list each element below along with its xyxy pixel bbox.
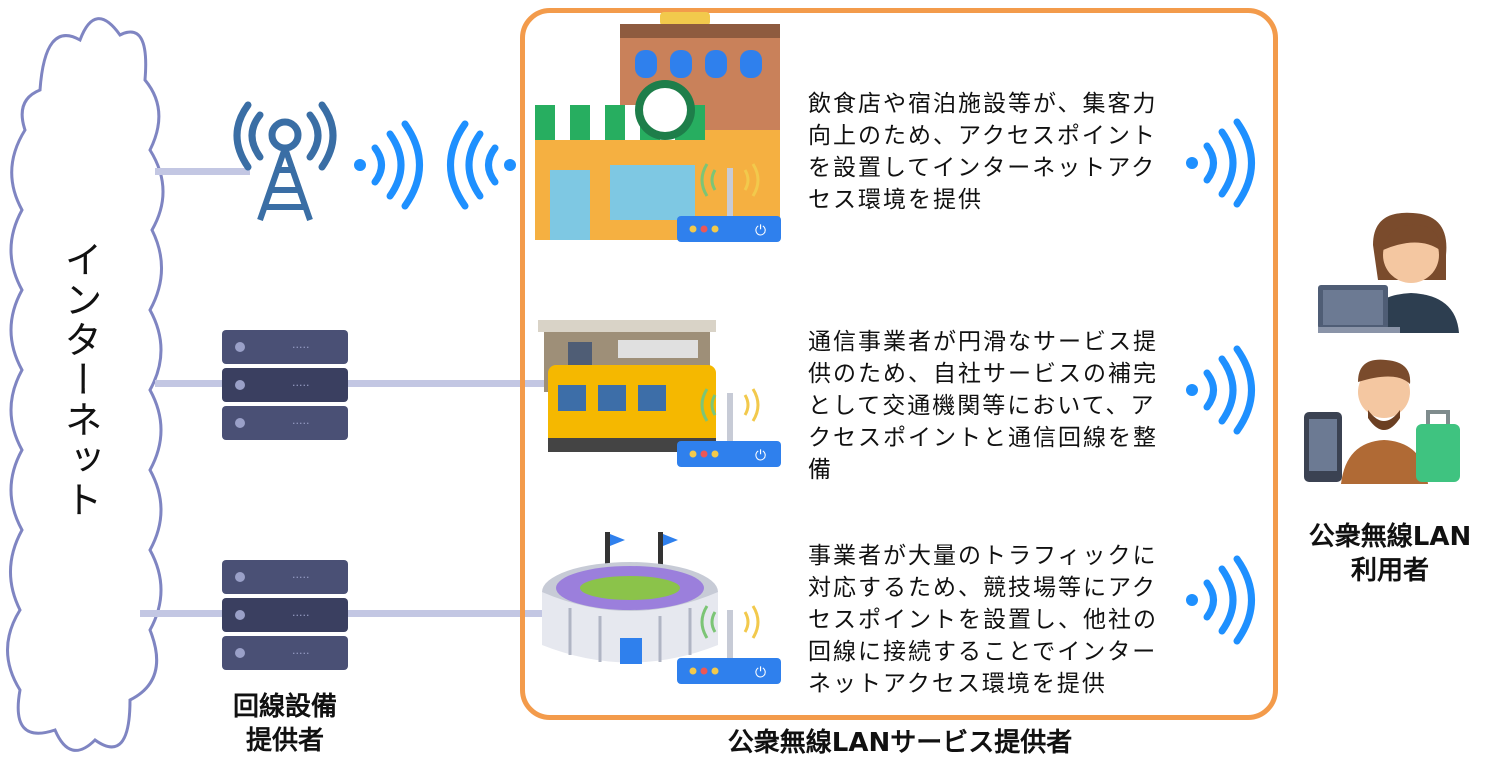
train-station-icon <box>538 320 716 452</box>
provider-description-restaurant: 飲食店や宿泊施設等が、集客力向上のため、アクセスポイントを設置してインターネット… <box>808 91 1158 213</box>
wifi-signal-icon <box>1186 555 1255 645</box>
wifi-router-icon: ⏻ <box>677 388 781 467</box>
svg-text:⏻: ⏻ <box>755 223 766 239</box>
user-traveler-icon <box>1304 359 1460 484</box>
provider-description-carrier: 通信事業者が円滑なサービス提供のため、自社サービスの補完として交通機関等において… <box>808 329 1158 483</box>
cafe-building-icon <box>535 12 780 240</box>
service-provider-box <box>520 8 1278 720</box>
service-provider-label: 公衆無線LANサービス提供者 <box>727 728 1073 758</box>
svg-text:·····: ····· <box>292 571 309 584</box>
svg-text:·····: ····· <box>292 609 309 622</box>
stadium-icon <box>542 532 718 664</box>
internet-cloud <box>6 17 165 752</box>
svg-text:·····: ····· <box>292 341 309 354</box>
wifi-router-icon: ⏻ <box>677 163 781 242</box>
wifi-signal-icon <box>354 120 423 210</box>
provider-description-venue: 事業者が大量のトラフィックに対応するため、競技場等にアクセスポイントを設置し、他… <box>808 543 1158 697</box>
line-equipment-provider-label: 回線設備 提供者 <box>232 692 337 756</box>
wifi-router-icon: ⏻ <box>677 605 781 684</box>
server-rack-icon: ····· ····· ····· <box>222 330 348 440</box>
wifi-signal-icon <box>1186 118 1255 208</box>
radio-tower-icon <box>233 101 337 221</box>
svg-text:⏻: ⏻ <box>755 665 766 681</box>
server-rack-icon: ····· ····· ····· <box>222 560 348 670</box>
internet-label: インターネット <box>58 240 102 520</box>
svg-text:·····: ····· <box>292 647 309 660</box>
connection-line-tower <box>155 168 250 175</box>
wifi-signal-icon <box>1186 345 1255 435</box>
svg-text:⏻: ⏻ <box>755 448 766 464</box>
svg-text:·····: ····· <box>292 417 309 430</box>
public-wlan-user-label: 公衆無線LAN 利用者 <box>1308 522 1472 586</box>
wifi-signal-icon <box>447 120 516 210</box>
connection-line-server-1 <box>155 380 545 387</box>
user-woman-laptop-icon <box>1318 212 1459 333</box>
svg-text:·····: ····· <box>292 379 309 392</box>
